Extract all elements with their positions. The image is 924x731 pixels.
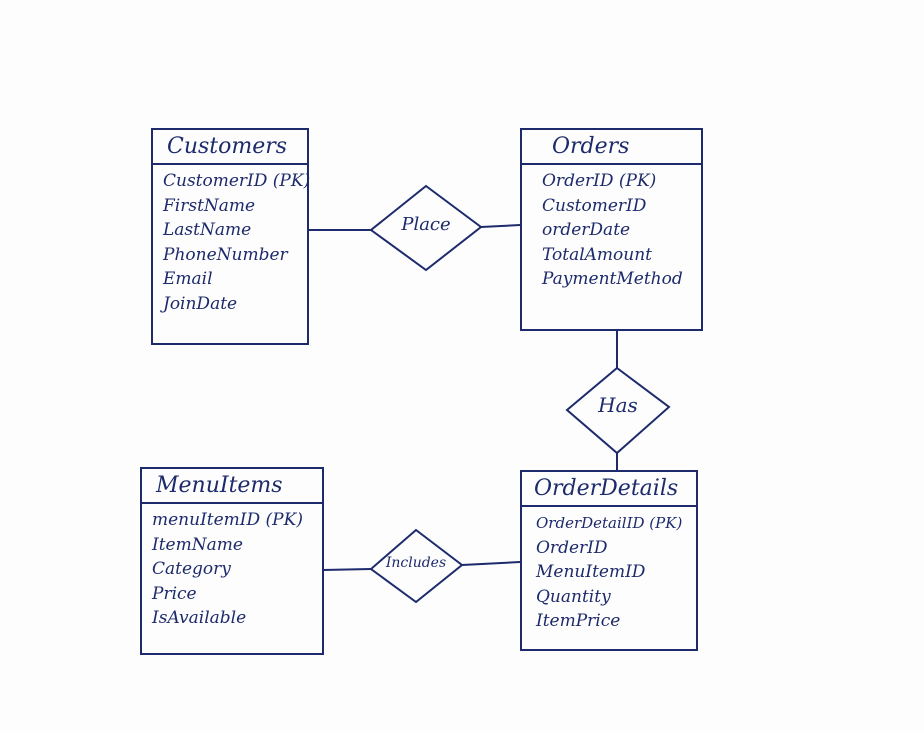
entity-menu-items: MenuItems menuItemID (PK) ItemName Categ… (140, 467, 324, 655)
attribute: ItemName (152, 534, 243, 555)
attribute: JoinDate (163, 293, 238, 314)
entity-customers-attributes: CustomerID (PK) FirstName LastName Phone… (153, 165, 311, 316)
attribute: IsAvailable (152, 608, 247, 628)
connector-includes-orderdetails (461, 561, 521, 566)
attribute: TotalAmount (542, 244, 653, 265)
attribute: LastName (163, 220, 252, 240)
attribute: CustomerID (PK) (163, 171, 311, 191)
entity-orders-attributes: OrderID (PK) CustomerID orderDate TotalA… (522, 165, 701, 292)
relationship-place-label: Place (401, 214, 451, 235)
attribute: CustomerID (542, 195, 647, 216)
attribute: Email (163, 269, 213, 289)
attribute: OrderID (536, 537, 608, 558)
entity-menu-items-title: MenuItems (142, 469, 322, 504)
attribute: FirstName (163, 195, 256, 216)
entity-customers: Customers CustomerID (PK) FirstName Last… (151, 128, 311, 345)
relationship-has-label: Has (598, 393, 638, 417)
attribute: Category (152, 559, 231, 579)
attribute: Quantity (536, 586, 611, 607)
attribute: OrderID (PK) (542, 171, 657, 191)
entity-orders: Orders OrderID (PK) CustomerID orderDate… (520, 128, 703, 331)
attribute: OrderDetailID (PK) (536, 514, 683, 532)
attribute: PaymentMethod (542, 269, 683, 289)
connector-place-orders (480, 224, 521, 228)
place-diamond (369, 184, 483, 272)
attribute: ItemPrice (536, 611, 621, 631)
has-diamond (565, 366, 671, 455)
attribute: menuItemID (PK) (152, 510, 303, 530)
entity-menu-items-attributes: menuItemID (PK) ItemName Category Price … (142, 504, 322, 631)
attribute: orderDate (542, 220, 631, 240)
entity-orders-title: Orders (522, 130, 701, 165)
attribute: MenuItemID (536, 562, 646, 582)
entity-customers-title: Customers (153, 130, 307, 165)
connector-menuitems-includes (322, 568, 372, 571)
includes-diamond (369, 528, 464, 604)
entity-order-details-title: OrderDetails (522, 472, 696, 507)
attribute: PhoneNumber (163, 244, 288, 265)
entity-order-details-attributes: OrderDetailID (PK) OrderID MenuItemID Qu… (522, 507, 696, 634)
entity-order-details: OrderDetails OrderDetailID (PK) OrderID … (520, 470, 698, 651)
attribute: Price (152, 583, 197, 604)
relationship-includes-label: Includes (385, 555, 447, 571)
